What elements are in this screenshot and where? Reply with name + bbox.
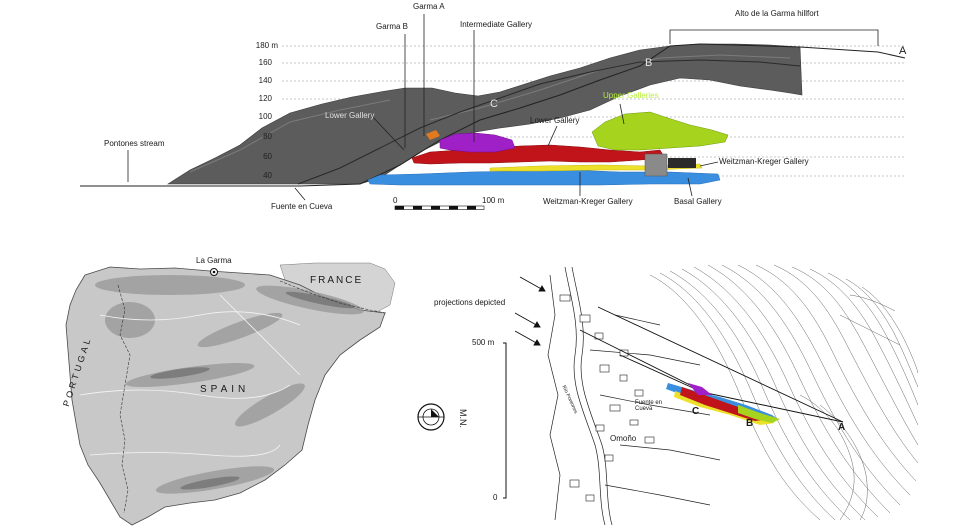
intermediate-gallery (439, 132, 516, 153)
portugal-border (117, 284, 131, 514)
label-fuente-en-cueva: Fuente en Cueva (271, 202, 333, 211)
iberia-map-graphic (65, 262, 396, 526)
site-plan-scale-bar (503, 342, 507, 499)
rivers (79, 294, 301, 457)
scale-label-end: 100 m (482, 196, 505, 205)
label-weitzman-kreger-right: Weitzman-Kreger Gallery (719, 157, 809, 166)
label-upper-galleries: Upper Galleries (603, 91, 659, 100)
label-projections-depicted: projections depicted (434, 298, 506, 307)
section-lines (579, 306, 844, 423)
label-lower-gallery-left: Lower Gallery (325, 111, 375, 120)
label-la-garma: La Garma (196, 256, 232, 265)
label-france: FRANCE (310, 275, 364, 286)
elevation-tick: 180 m (255, 41, 278, 50)
contour-lines (649, 264, 919, 521)
cave-profile-graphic (80, 14, 906, 210)
label-pontones-stream: Pontones stream (104, 139, 165, 148)
leader-lines (127, 14, 879, 201)
label-basal-gallery: Basal Gallery (674, 197, 722, 206)
label-section-a: A (899, 45, 907, 57)
north-arrow-icon (417, 403, 445, 431)
north-arrow: M.N. (415, 395, 475, 445)
weitzman-kreger-dark (668, 158, 696, 168)
label-weitzman-kreger-bottom: Weitzman-Kreger Gallery (543, 197, 633, 206)
section-line-c (297, 59, 801, 185)
relief-dark (150, 291, 355, 490)
garma-a-entrance (426, 130, 440, 140)
elevation-tick: 100 (258, 112, 272, 121)
elevation-tick: 40 (263, 171, 272, 180)
label-omono: Omoño (610, 434, 637, 443)
label-alto-hillfort: Alto de la Garma hillfort (735, 9, 819, 18)
elevation-tick: 60 (263, 152, 272, 161)
label-garma-b: Garma B (376, 22, 409, 31)
site-plan-graphic (503, 264, 919, 526)
profile-scale-bar (394, 205, 485, 210)
scale-label-start: 0 (393, 196, 398, 205)
elevation-tick: 120 (258, 94, 272, 103)
scale-label-500m: 500 m (472, 338, 495, 347)
upper-galleries (591, 111, 729, 151)
france-border (279, 280, 387, 314)
basal-gallery (367, 169, 721, 186)
label-spain: SPAIN (200, 384, 250, 395)
label-site-section-c: C (692, 406, 700, 417)
site-plan-panel: projections depicted 500 m 0 Fuente en C… (420, 255, 920, 530)
iberia-map-panel: La Garma FRANCE SPAIN PORTUGAL (40, 255, 410, 530)
elevation-tick: 160 (258, 58, 272, 67)
label-garma-a: Garma A (413, 2, 445, 11)
weitzman-kreger-block (644, 153, 668, 177)
scale-label-0: 0 (493, 493, 498, 502)
label-site-section-b: B (746, 418, 754, 429)
projection-arrows (514, 276, 546, 346)
cave-profile-panel: 180 m 160 140 120 100 80 60 40 Garma A G… (0, 0, 960, 225)
elevation-tick: 140 (258, 76, 272, 85)
label-site-section-a: A (838, 422, 846, 433)
label-lower-gallery-mid: Lower Gallery (530, 116, 580, 125)
elevation-tick: 80 (263, 132, 272, 141)
village-buildings (559, 294, 655, 502)
label-intermediate-gallery: Intermediate Gallery (460, 20, 533, 29)
cave-plan (666, 383, 780, 425)
label-section-b: B (645, 57, 653, 69)
label-site-fuente-en-cueva: Fuente en Cueva (635, 400, 663, 412)
label-section-c: C (490, 98, 498, 110)
hill-profile (166, 43, 803, 185)
village-roads (547, 266, 721, 526)
